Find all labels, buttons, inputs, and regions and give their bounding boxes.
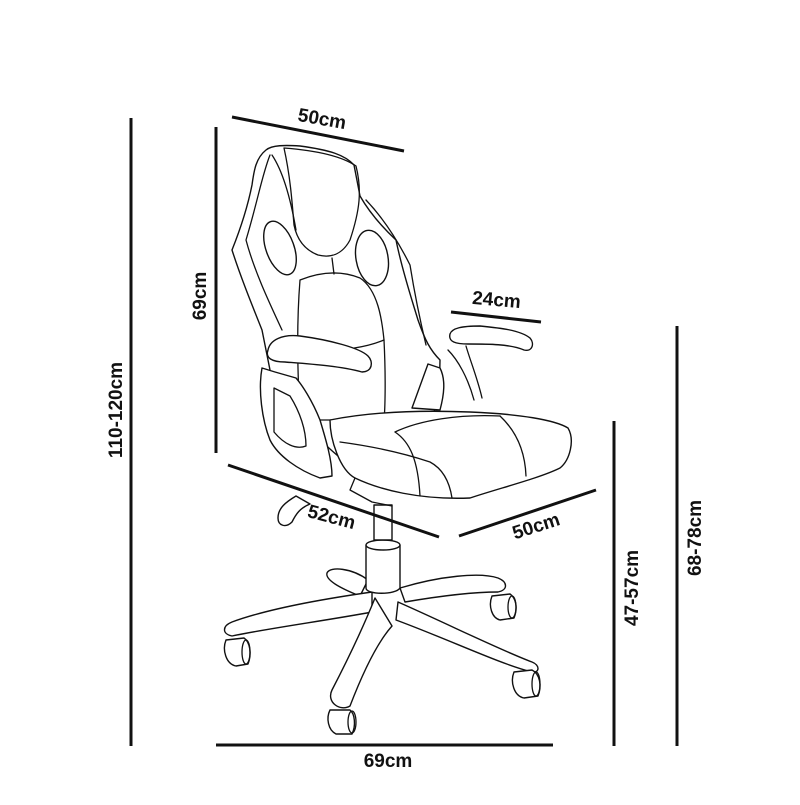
- back-width-line: [231, 115, 405, 153]
- armrest-length-line: [450, 310, 542, 324]
- chair-base: [223, 495, 541, 735]
- seat-depth-line: [227, 463, 440, 539]
- caster-wheels: [223, 593, 541, 735]
- chair-seat: [329, 410, 572, 507]
- chair-left-armrest: [259, 334, 373, 479]
- total-height-label: 110-120cm: [106, 362, 127, 458]
- back-height-label: 69cm: [190, 272, 211, 321]
- seat-height-label: 47-57cm: [622, 550, 643, 626]
- armrest-height-label: 68-78cm: [685, 500, 706, 576]
- dimension-lines: [129, 115, 679, 747]
- seat-width-line: [458, 488, 597, 538]
- chair-illustration: [223, 144, 572, 735]
- dimension-labels: 50cm 69cm 110-120cm 24cm 52cm 50cm 47-57…: [106, 105, 706, 772]
- armrest-length-label: 24cm: [471, 288, 521, 313]
- base-width-label: 69cm: [364, 751, 413, 772]
- seat-width-label: 50cm: [510, 509, 563, 544]
- chair-right-armrest: [411, 325, 534, 411]
